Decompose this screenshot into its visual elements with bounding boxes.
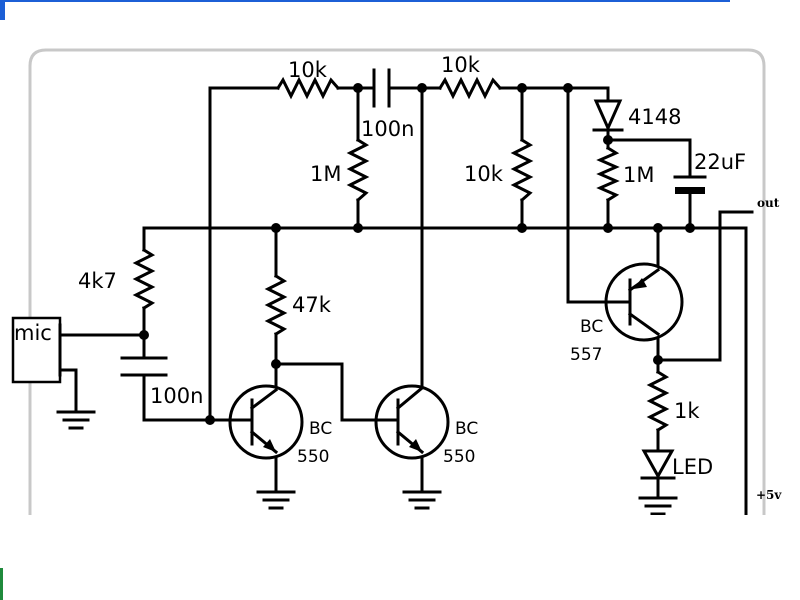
- label-vcc: +5v: [756, 488, 782, 502]
- led: [640, 449, 676, 480]
- ground-q1: [256, 490, 296, 510]
- top-border-line: [0, 0, 730, 2]
- label-q1-num: 550: [297, 447, 329, 467]
- label-r-47k: 47k: [292, 293, 332, 317]
- cropped-bottom-area: [0, 515, 800, 600]
- label-r-4k7: 4k7: [78, 269, 117, 293]
- microphone: [11, 316, 62, 384]
- label-mic: mic: [14, 321, 52, 345]
- ground-mic: [56, 410, 96, 430]
- label-diode: 4148: [628, 105, 681, 129]
- label-q2-num: 550: [443, 447, 475, 467]
- resistor-r-1k: [646, 369, 670, 433]
- resistor-r-top-left: [275, 76, 341, 100]
- wires: [58, 86, 754, 517]
- label-out: out: [757, 196, 780, 210]
- label-q3-type: BC: [580, 317, 603, 337]
- transistor-q1: [228, 384, 304, 460]
- label-r-1m-mid: 1M: [310, 162, 341, 186]
- diode-4148: [592, 99, 624, 132]
- label-r-top-left: 10k: [288, 58, 328, 82]
- label-cap-22uf: 22uF: [694, 150, 746, 174]
- label-c-top: 100n: [361, 117, 414, 141]
- label-q3-num: 557: [570, 345, 602, 365]
- resistor-r-top-right: [437, 76, 503, 100]
- transistor-q3: [604, 262, 684, 342]
- resistor-r-4k7: [132, 247, 156, 311]
- board-frame: [28, 48, 766, 515]
- label-q1-type: BC: [309, 419, 332, 439]
- bottom-left-marker-overlay: [0, 568, 3, 600]
- capacitor-c-top: [372, 68, 391, 108]
- label-led: LED: [672, 455, 713, 479]
- ground-led: [638, 496, 678, 516]
- resistor-r-1m-mid: [346, 137, 370, 203]
- ground-q2: [402, 490, 442, 510]
- capacitor-c-in: [120, 356, 168, 377]
- resistor-r-1m-right: [596, 145, 620, 203]
- resistor-r-10k-mid: [510, 137, 534, 203]
- label-q2-type: BC: [455, 419, 478, 439]
- label-r-10k-mid: 10k: [464, 162, 504, 186]
- label-r-1m-right: 1M: [623, 163, 654, 187]
- capacitor-22uf: [673, 175, 707, 194]
- transistor-q2: [374, 384, 450, 460]
- label-r-top-right: 10k: [441, 53, 481, 77]
- label-c-in: 100n: [150, 384, 203, 408]
- resistor-r-47k: [264, 273, 288, 337]
- left-corner-marker: [0, 2, 5, 20]
- label-r-1k: 1k: [674, 399, 700, 423]
- junction-dots: [139, 83, 695, 425]
